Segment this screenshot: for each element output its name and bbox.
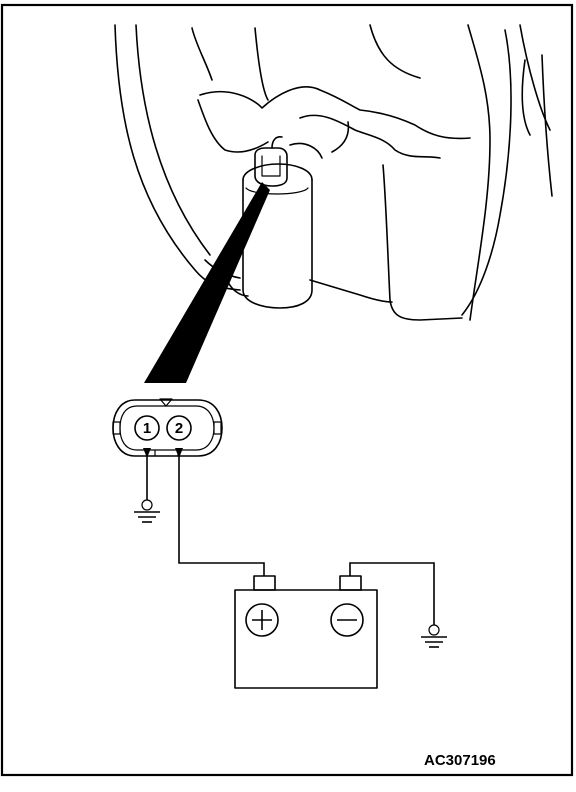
pin-1: [134, 415, 160, 441]
washer-motor: [242, 136, 313, 309]
figure-reference-code: AC307196: [424, 752, 496, 769]
battery: [234, 575, 378, 689]
pin-2: [166, 415, 192, 441]
test-probes: [143, 448, 183, 458]
figure-frame: [0, 3, 574, 777]
pin-2-label: 2: [175, 420, 183, 437]
battery-positive-terminal: [253, 575, 276, 591]
pin2-battery-positive-lead: [178, 456, 265, 576]
connector-key-triangle: [159, 398, 173, 407]
connector-face-view: 1 2: [112, 398, 223, 457]
washer-tank-illustration: [114, 24, 553, 321]
callout-wedge: [144, 182, 270, 383]
pin1-ground-lead: [134, 456, 160, 523]
pin-1-label: 1: [143, 420, 151, 437]
battery-negative-terminal: [339, 575, 362, 591]
battery-negative-ground-lead: [349, 562, 447, 648]
